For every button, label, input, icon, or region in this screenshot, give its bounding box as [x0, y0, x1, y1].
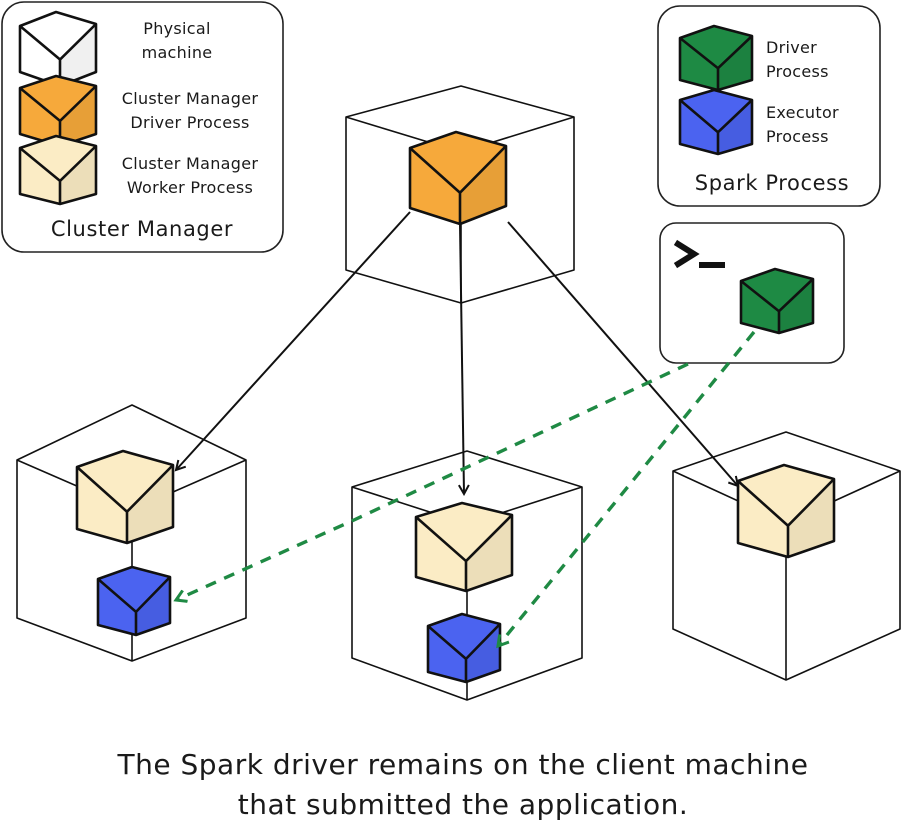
spark-driver-label-line2: Process — [766, 62, 829, 81]
cube-right-face-shade — [460, 146, 506, 224]
cube-front-edges — [740, 278, 814, 333]
cluster-manager-driver-label-line1: Cluster Manager — [122, 89, 259, 108]
driver-to-middle-executor-arrow — [498, 330, 756, 646]
cube-right-face-shade — [788, 479, 834, 557]
cluster-manager-to-worker-arrows — [176, 211, 738, 494]
driver-to-left-executor-arrow — [176, 362, 689, 600]
spark-executor-legend-cube — [678, 88, 754, 156]
executor-left-cube — [96, 565, 172, 637]
cube-right-face-shade — [466, 624, 500, 682]
cluster-manager-worker-legend-cube — [18, 134, 98, 206]
cluster-manager-driver-label-line2: Driver Process — [130, 113, 249, 132]
client-spark-driver-cube — [739, 267, 815, 335]
cube-front-edges — [679, 99, 753, 154]
cube-right-face-shade — [60, 24, 96, 86]
cluster-manager-legend: Physical machine Cluster Manager Driver … — [1, 1, 284, 253]
cluster-manager-driver-legend-cube — [18, 74, 98, 148]
cube-right-face-shade — [127, 465, 173, 543]
spark-driver-legend-cube — [678, 24, 754, 92]
spark-executor-label-line2: Process — [766, 127, 829, 146]
spark-process-legend: Driver Process Executor Process Spark Pr… — [657, 5, 881, 207]
worker-right-cube — [736, 463, 836, 559]
cube-front-edges — [409, 145, 507, 224]
cube-front-edges — [76, 464, 174, 543]
spark-process-legend-title: Spark Process — [695, 171, 849, 195]
cube-front-edges — [427, 623, 501, 682]
driver-to-executor-arrows — [176, 330, 756, 646]
terminal-prompt-icon — [673, 239, 725, 269]
caption-line-2: that submitted the application. — [238, 788, 688, 821]
cluster-manager-worker-label-line1: Cluster Manager — [122, 154, 259, 173]
cluster-manager-legend-title: Cluster Manager — [51, 217, 233, 241]
client-machine — [659, 222, 845, 364]
physical-machine-label-line1: Physical — [143, 19, 211, 38]
cube-right-face-shade — [718, 36, 752, 90]
executor-middle-cube — [426, 612, 502, 684]
cube-right-face-shade — [136, 577, 170, 635]
arrow-to-right-worker — [507, 221, 738, 486]
cube-front-edges — [19, 145, 97, 204]
arrow-to-middle-worker — [460, 223, 464, 494]
cube-right-face-shade — [718, 100, 752, 154]
caption-line-1: The Spark driver remains on the client m… — [117, 748, 809, 781]
physical-machine-legend-cube — [18, 10, 98, 88]
cube-front-edges — [415, 514, 513, 591]
spark-executor-label-line1: Executor — [766, 103, 839, 122]
cube-right-face-shade — [779, 279, 813, 333]
worker-left-cube — [75, 449, 175, 545]
physical-machine-label-line2: machine — [142, 43, 213, 62]
spark-driver-label-line1: Driver — [766, 38, 817, 57]
cube-right-face-shade — [60, 86, 96, 146]
cluster-manager-worker-label-line2: Worker Process — [127, 178, 253, 197]
cube-right-face-shade — [466, 515, 512, 591]
cube-right-face-shade — [60, 146, 96, 204]
cluster-manager-driver-cube — [408, 130, 508, 226]
cube-front-edges — [679, 35, 753, 90]
worker-middle-cube — [414, 501, 514, 593]
cube-front-edges — [737, 478, 835, 557]
cube-front-edges — [97, 576, 171, 635]
arrow-to-left-worker — [176, 211, 411, 470]
